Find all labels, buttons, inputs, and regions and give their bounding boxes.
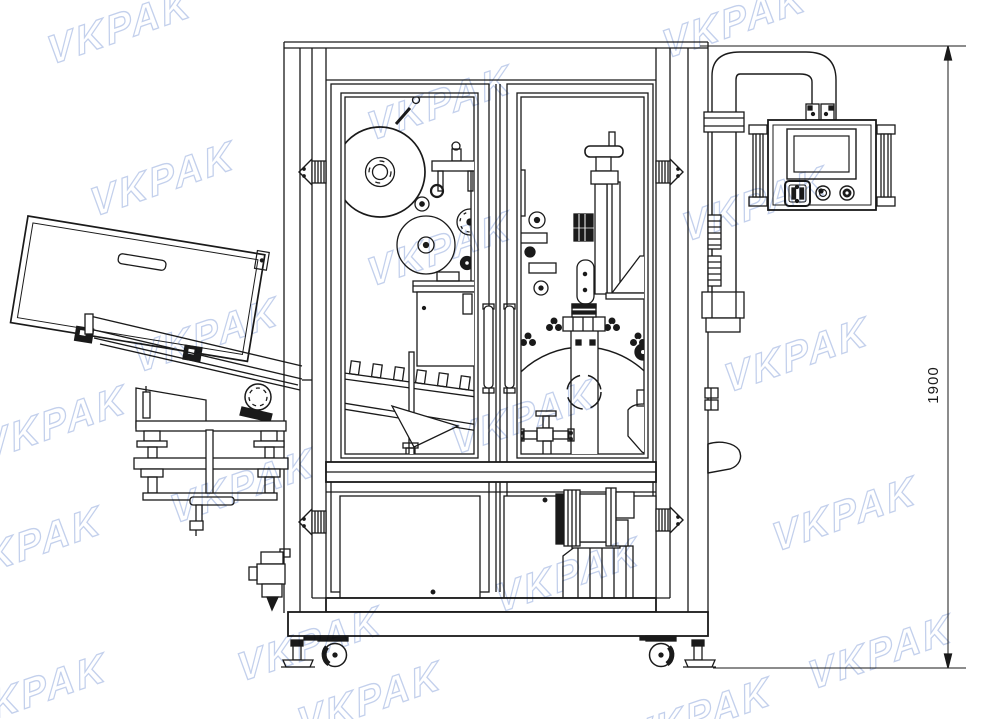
- valve-assembly: [521, 410, 575, 454]
- left-door-handle: [483, 305, 494, 389]
- panel-handle-right: [876, 124, 896, 207]
- hopper-slot: [117, 253, 167, 271]
- dimension-arrow-bottom: [943, 653, 953, 669]
- height-crank: [189, 496, 235, 506]
- feeder-stand: [133, 420, 289, 536]
- caster-right: [645, 635, 677, 668]
- door-latches: [298, 158, 684, 536]
- bottle-hopper-feeder: [9, 215, 312, 536]
- feeder-trough: [84, 313, 312, 391]
- caster-left: [317, 635, 349, 668]
- dimension-height-label: 1900: [925, 366, 942, 403]
- sleeve-applicator-assembly: [521, 131, 644, 454]
- drive-motor: [555, 487, 635, 599]
- film-feed-rollers: [521, 169, 557, 296]
- hmi-button-left: [815, 185, 831, 201]
- label-reel-assembly: [345, 97, 474, 454]
- support-pipe-arm: [701, 51, 837, 333]
- label-reel-small: [396, 215, 456, 275]
- latch-left-top: [298, 158, 327, 186]
- discharge-chute: [707, 441, 742, 474]
- leveling-foot-left: [281, 639, 315, 668]
- handwheel: [584, 145, 624, 158]
- hmi-button-right: [839, 185, 855, 201]
- turntable-column: [562, 303, 606, 454]
- hmi-screen: [786, 128, 857, 180]
- base-and-casters: [281, 597, 716, 668]
- infeed-conveyor-rails: [345, 351, 474, 454]
- latch-left-bottom: [298, 508, 327, 536]
- latch-right-top: [655, 158, 684, 186]
- dimension-arrow-top: [943, 45, 953, 61]
- hopper-tray: [9, 215, 270, 363]
- air-filter-regulator: [248, 548, 291, 612]
- hmi-control-panel: [748, 103, 896, 211]
- label-reel-large: [345, 126, 426, 218]
- sleeve-head: [573, 131, 644, 305]
- hmi-connector: [784, 180, 811, 207]
- right-door-handle: [504, 305, 515, 389]
- feeder-motor: [244, 383, 272, 411]
- door-handles: [482, 303, 516, 394]
- lower-left-panel: [339, 495, 481, 599]
- latch-right-bottom: [655, 506, 684, 534]
- leveling-foot-right: [683, 639, 716, 668]
- dimension-annotation: 1900: [700, 45, 966, 669]
- panel-handle-left: [748, 124, 768, 207]
- guide-gear: [456, 208, 474, 236]
- right-side-fittings: [704, 387, 742, 474]
